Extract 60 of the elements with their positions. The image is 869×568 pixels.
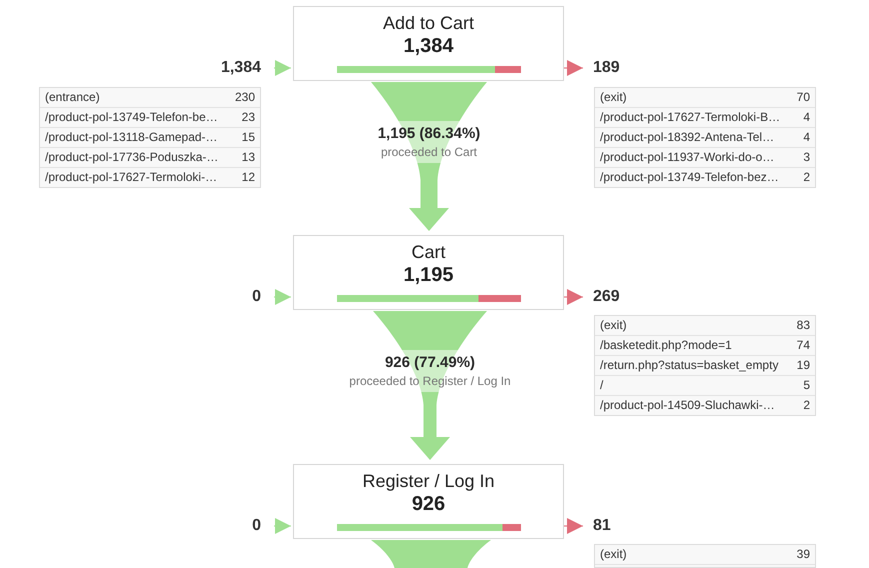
visit-count: 13 xyxy=(234,148,260,168)
visit-count: 3 xyxy=(796,148,815,168)
page-path: /product-pol-17627-Termoloki-B… xyxy=(595,108,797,128)
page-path: /product-pol-18392-Antena-Tel… xyxy=(595,128,797,148)
step-count: 1,384 xyxy=(403,34,454,58)
funnel-arrow xyxy=(371,82,487,231)
visit-count: 19 xyxy=(796,356,815,376)
visit-count: 12 xyxy=(240,169,256,186)
visit-count: 4 xyxy=(796,108,815,128)
flow-arrow xyxy=(274,518,292,534)
page-path: (entrance) xyxy=(40,88,235,108)
visit-count: 70 xyxy=(796,88,815,108)
entrance-count: 0 xyxy=(203,287,274,307)
funnel-arrow xyxy=(373,311,487,460)
flow-arrow xyxy=(564,289,584,305)
page-path: (exit) xyxy=(595,88,797,108)
page-path: /product-pol-17736-Poduszka-… xyxy=(40,148,235,168)
visit-count: 39 xyxy=(796,545,815,565)
step-name: Add to Cart xyxy=(382,12,474,34)
step-count: 1,195 xyxy=(403,263,454,287)
step-name: Cart xyxy=(411,241,446,263)
page-table xyxy=(594,87,816,188)
visit-count: 23 xyxy=(234,108,260,128)
visit-count: 230 xyxy=(234,88,260,108)
entrance-count: 1,384 xyxy=(203,58,274,78)
page-path: (exit) xyxy=(595,545,797,565)
page-path: /product-pol-13749-Telefon-bez… xyxy=(599,169,780,186)
exit-count: 189 xyxy=(585,58,651,78)
funnel-step-box xyxy=(293,6,564,81)
visit-count: 2 xyxy=(802,397,811,414)
page-path: /product-pol-14509-Sluchawki-… xyxy=(599,397,776,414)
page-path: /product-pol-11937-Worki-do-o… xyxy=(595,148,797,168)
page-table xyxy=(594,544,816,568)
visit-count: 2 xyxy=(802,169,811,186)
funnel-arrow xyxy=(371,540,491,568)
funnel-step-box xyxy=(293,464,564,539)
step-count: 926 xyxy=(412,492,446,516)
exit-count: 269 xyxy=(585,287,651,307)
page-path: /basketedit.php?mode=1 xyxy=(595,336,797,356)
funnel-step-box xyxy=(293,235,564,310)
flow-arrow xyxy=(274,289,292,305)
flow-arrow xyxy=(274,60,292,76)
visit-count: 74 xyxy=(796,336,815,356)
step-name: Register / Log In xyxy=(362,470,495,492)
page-table xyxy=(39,87,261,188)
visit-count: 4 xyxy=(796,128,815,148)
page-path: /product-pol-13749-Telefon-be… xyxy=(40,108,235,128)
page-path: /product-pol-13118-Gamepad-… xyxy=(40,128,235,148)
exit-count: 81 xyxy=(585,516,651,536)
page-path: /product-pol-17627-Termoloki-… xyxy=(44,169,218,186)
page-path: / xyxy=(595,376,797,396)
visit-count: 15 xyxy=(234,128,260,148)
page-path: /return.php?status=basket_empty xyxy=(595,356,797,376)
page-table xyxy=(594,315,816,416)
visit-count: 83 xyxy=(796,316,815,336)
visit-count: 5 xyxy=(796,376,815,396)
flow-arrow xyxy=(564,518,584,534)
page-path: (exit) xyxy=(595,316,797,336)
flow-arrow xyxy=(564,60,584,76)
entrance-count: 0 xyxy=(203,516,274,536)
